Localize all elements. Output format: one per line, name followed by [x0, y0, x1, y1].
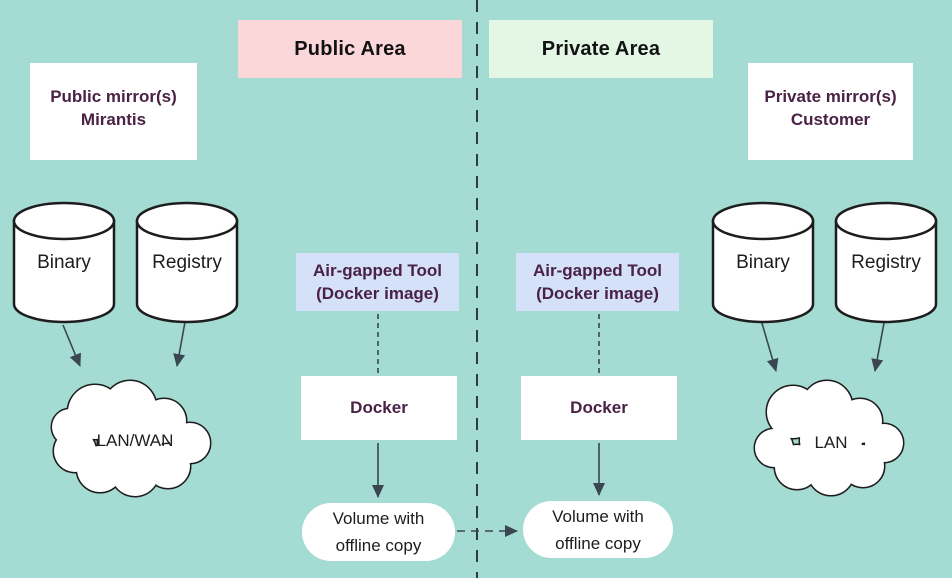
private-volume-pill: Volume with offline copy	[523, 501, 673, 558]
public-area-label: Public Area	[294, 37, 406, 60]
private-registry-to-cloud-arrow	[871, 322, 885, 372]
public-binary-cylinder	[12, 201, 116, 324]
public-binary-to-cloud-arrow	[62, 324, 81, 367]
arrows-layer	[62, 314, 885, 537]
public-tool-line2: (Docker image)	[316, 284, 439, 303]
private-area-header: Private Area	[489, 20, 713, 78]
public-airgapped-tool-box: Air-gapped Tool (Docker image)	[296, 253, 459, 311]
private-area-label: Private Area	[541, 37, 661, 60]
cylinders-layer	[12, 201, 938, 324]
private-binary-cylinder	[711, 201, 815, 324]
public-registry-label: Registry	[152, 252, 222, 273]
private-registry-label: Registry	[851, 252, 921, 273]
private-airgapped-tool-box: Air-gapped Tool (Docker image)	[516, 253, 679, 311]
public-registry-to-cloud-arrow	[173, 321, 186, 367]
public-mirror-title: Public mirror(s)	[50, 87, 177, 106]
private-docker-box: Docker	[521, 376, 677, 440]
public-binary-label: Binary	[37, 252, 91, 273]
private-binary-to-cloud-arrow	[760, 319, 779, 372]
private-binary-label: Binary	[736, 252, 790, 273]
public-registry-cylinder	[135, 201, 239, 324]
private-cloud-label: LAN	[814, 433, 848, 452]
private-mirror-title: Private mirror(s)	[764, 87, 897, 106]
public-mirror-box: Public mirror(s) Mirantis	[30, 63, 197, 160]
private-tool-line2: (Docker image)	[536, 284, 659, 303]
private-tool-line1: Air-gapped Tool	[532, 261, 663, 280]
public-tool-line1: Air-gapped Tool	[312, 261, 443, 280]
public-cloud-label: LAN/WAN	[96, 431, 174, 450]
private-mirror-owner: Customer	[790, 110, 871, 129]
public-mirror-owner: Mirantis	[80, 110, 147, 129]
private-mirror-box: Private mirror(s) Customer	[748, 63, 913, 160]
public-docker-box: Docker	[301, 376, 457, 440]
private-registry-cylinder	[834, 201, 938, 324]
public-area-header: Public Area	[238, 20, 462, 78]
public-volume-pill: Volume with offline copy	[302, 503, 455, 561]
